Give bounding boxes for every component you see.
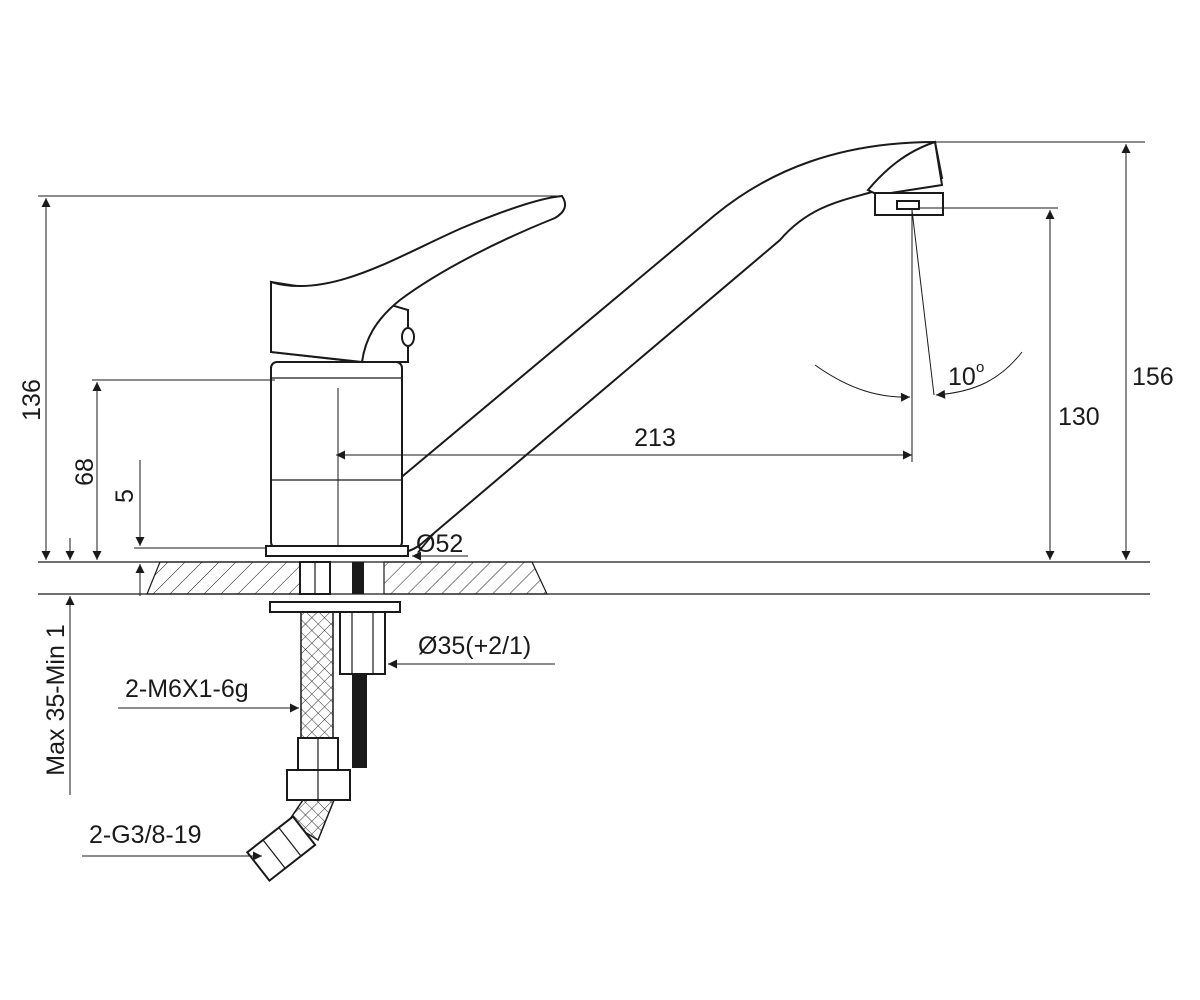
- aerator-notch: [896, 200, 920, 210]
- callout-diameter-35: Ø35(+2/1): [388, 632, 555, 669]
- callout-diameter-35-label: Ø35(+2/1): [418, 632, 531, 660]
- dim-angle: 10 o: [814, 209, 1023, 462]
- dim-68-label: 68: [71, 458, 99, 486]
- callout-thread-g38-label: 2-G3/8-19: [89, 821, 202, 849]
- callout-thread-m6: 2-M6X1-6g: [118, 675, 299, 713]
- dim-136: 136: [18, 195, 562, 560]
- dim-156-label: 156: [1132, 363, 1174, 391]
- lever-screw: [401, 327, 415, 347]
- dim-mount-range: Max 35-Min 1: [42, 538, 75, 795]
- spout: [386, 140, 944, 553]
- callout-thread-m6-label: 2-M6X1-6g: [125, 675, 249, 703]
- dim-130: 130: [920, 207, 1100, 560]
- dim-5-label: 5: [111, 489, 139, 503]
- countertop: [38, 561, 1150, 595]
- callout-thread-g38: 2-G3/8-19: [82, 821, 262, 861]
- countertop-left-section: [146, 561, 301, 595]
- callout-diameter-52: Ø52: [412, 530, 468, 561]
- mounting-washer: [269, 601, 401, 613]
- dim-68: 68: [71, 379, 275, 560]
- braided-hose: [300, 611, 334, 741]
- lever-handle: [270, 194, 567, 364]
- dim-5: 5: [111, 460, 266, 596]
- supply-pipe-upper: [352, 562, 364, 594]
- dim-angle-degree: o: [976, 359, 984, 376]
- aerator: [866, 140, 944, 197]
- dim-130-label: 130: [1058, 403, 1100, 431]
- hose-connector: [245, 815, 317, 883]
- dim-mount-range-label: Max 35-Min 1: [42, 624, 70, 775]
- base-flange: [265, 545, 409, 557]
- bent-hose: [286, 799, 336, 842]
- supply-pipe-lower: [352, 674, 367, 768]
- mounting-nut: [339, 611, 386, 675]
- faucet: [265, 140, 944, 557]
- callout-diameter-52-label: Ø52: [416, 530, 463, 558]
- countertop-right-section: [383, 561, 548, 595]
- dim-angle-label: 10: [948, 363, 976, 391]
- mounting-hardware: [245, 561, 401, 883]
- dim-213-label: 213: [634, 424, 676, 452]
- dim-156: 156: [936, 141, 1174, 560]
- dim-136-label: 136: [18, 379, 46, 421]
- dim-213: 213: [336, 388, 912, 545]
